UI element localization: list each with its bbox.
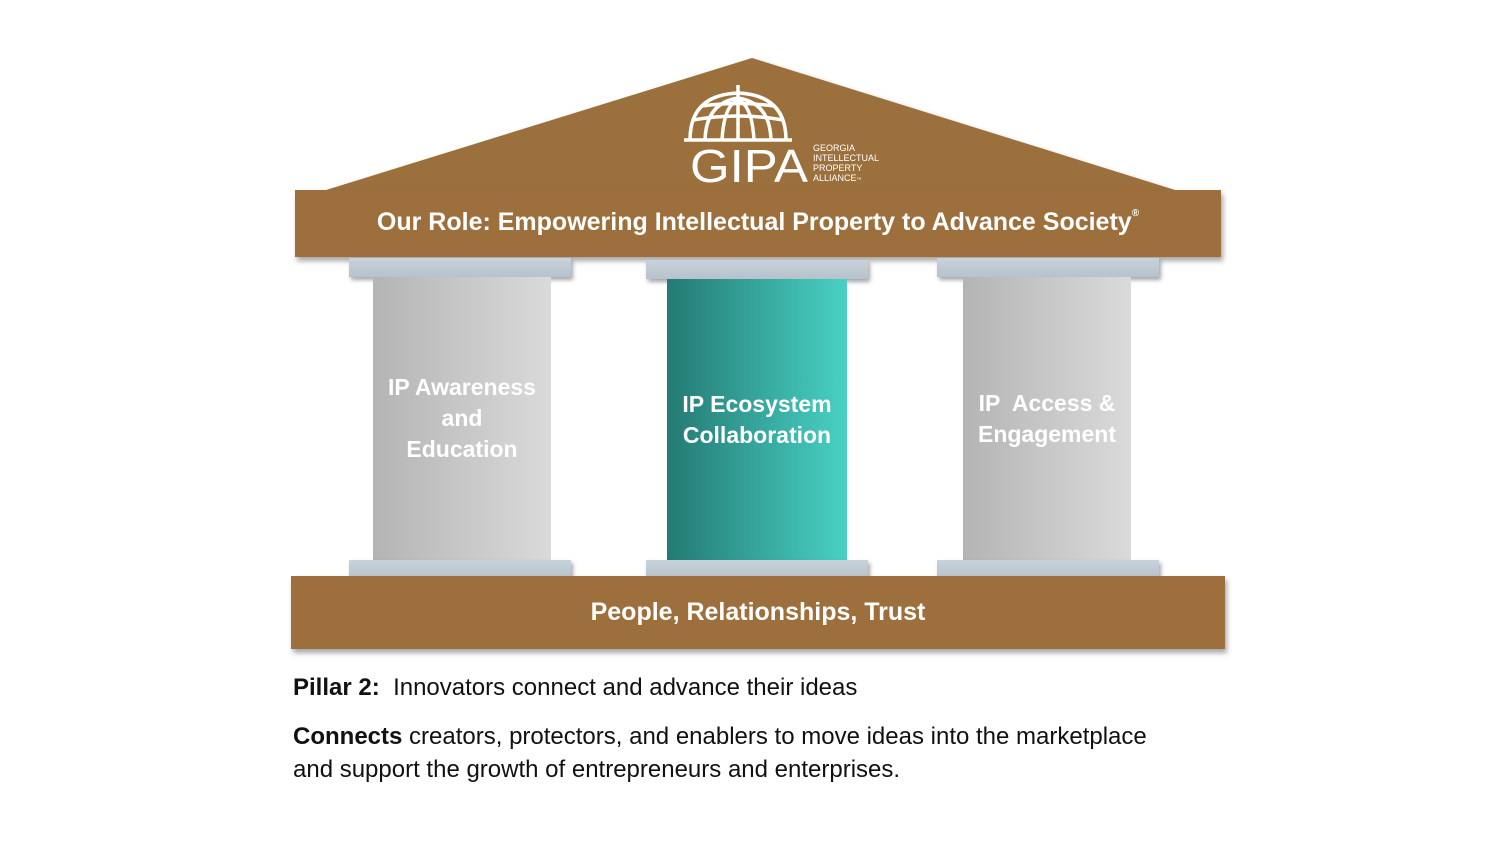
svg-text:INTELLECTUAL: INTELLECTUAL: [813, 153, 879, 163]
caption: Pillar 2: Innovators connect and advance…: [293, 674, 1193, 786]
globe-icon: [684, 85, 792, 142]
svg-text:PROPERTY: PROPERTY: [813, 163, 862, 173]
pillar-1-bottom-cap: [349, 560, 571, 579]
pillar-text: Innovators connect and advance their ide…: [393, 674, 858, 701]
registered-mark: ®: [1131, 208, 1140, 219]
connects-description: Connects creators, protectors, and enabl…: [293, 720, 1193, 786]
roof-pediment: GIPA GEORGIA INTELLECTUAL PROPERTY ALLIA…: [326, 58, 1175, 192]
pillar-ecosystem-collaboration: IP Ecosystem Collaboration: [667, 279, 847, 560]
base-beam-text: People, Relationships, Trust: [590, 598, 926, 626]
pillar-3-top-cap: [937, 258, 1159, 277]
svg-text:GEORGIA: GEORGIA: [813, 143, 855, 153]
pillar-2-top-cap: [646, 260, 868, 279]
logo-letters: GIPA: [690, 140, 808, 192]
pillar-3-bottom-cap: [937, 560, 1159, 579]
logo-org-name: GEORGIA INTELLECTUAL PROPERTY ALLIANCE™: [813, 143, 879, 183]
top-beam-text: Our Role: Empowering Intellectual Proper…: [376, 208, 1132, 236]
pillar-1-label: IP Awareness and Education: [388, 374, 536, 462]
pillar-awareness-education: IP Awareness and Education: [373, 277, 551, 560]
pillar-2-bottom-cap: [646, 560, 868, 579]
connects-label: Connects: [293, 723, 403, 750]
pillar-3-label: IP Access & Engagement: [977, 389, 1122, 447]
pillar-description: Pillar 2: Innovators connect and advance…: [293, 674, 1193, 702]
pillar-label: Pillar 2:: [293, 674, 380, 701]
connects-text: creators, protectors, and enablers to mo…: [293, 723, 1147, 783]
top-beam: Our Role: Empowering Intellectual Proper…: [295, 190, 1221, 257]
pillar-access-engagement: IP Access & Engagement: [963, 277, 1131, 560]
base-beam: People, Relationships, Trust: [291, 576, 1225, 649]
svg-text:ALLIANCE™: ALLIANCE™: [813, 173, 862, 183]
pillar-2-label: IP Ecosystem Collaboration: [682, 390, 832, 448]
pillar-1-top-cap: [349, 258, 571, 277]
